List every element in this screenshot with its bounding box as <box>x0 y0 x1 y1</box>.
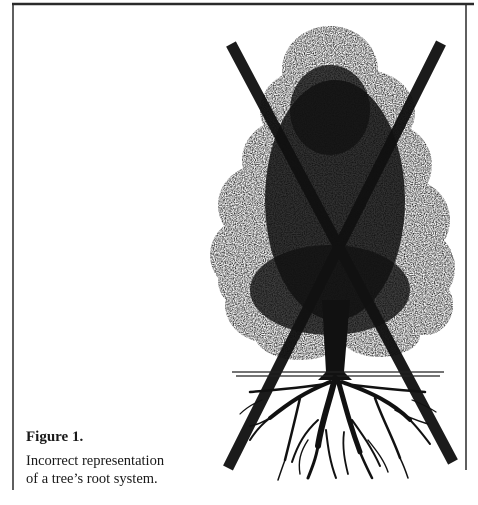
caption-line-1: Incorrect representation <box>26 453 164 469</box>
figure-caption-text: Incorrect representation of a tree’s roo… <box>26 452 226 488</box>
figure-caption: Figure 1. Incorrect representation of a … <box>26 428 226 488</box>
figure-label: Figure 1. <box>26 428 226 446</box>
caption-line-2: of a tree’s root system. <box>26 471 158 487</box>
